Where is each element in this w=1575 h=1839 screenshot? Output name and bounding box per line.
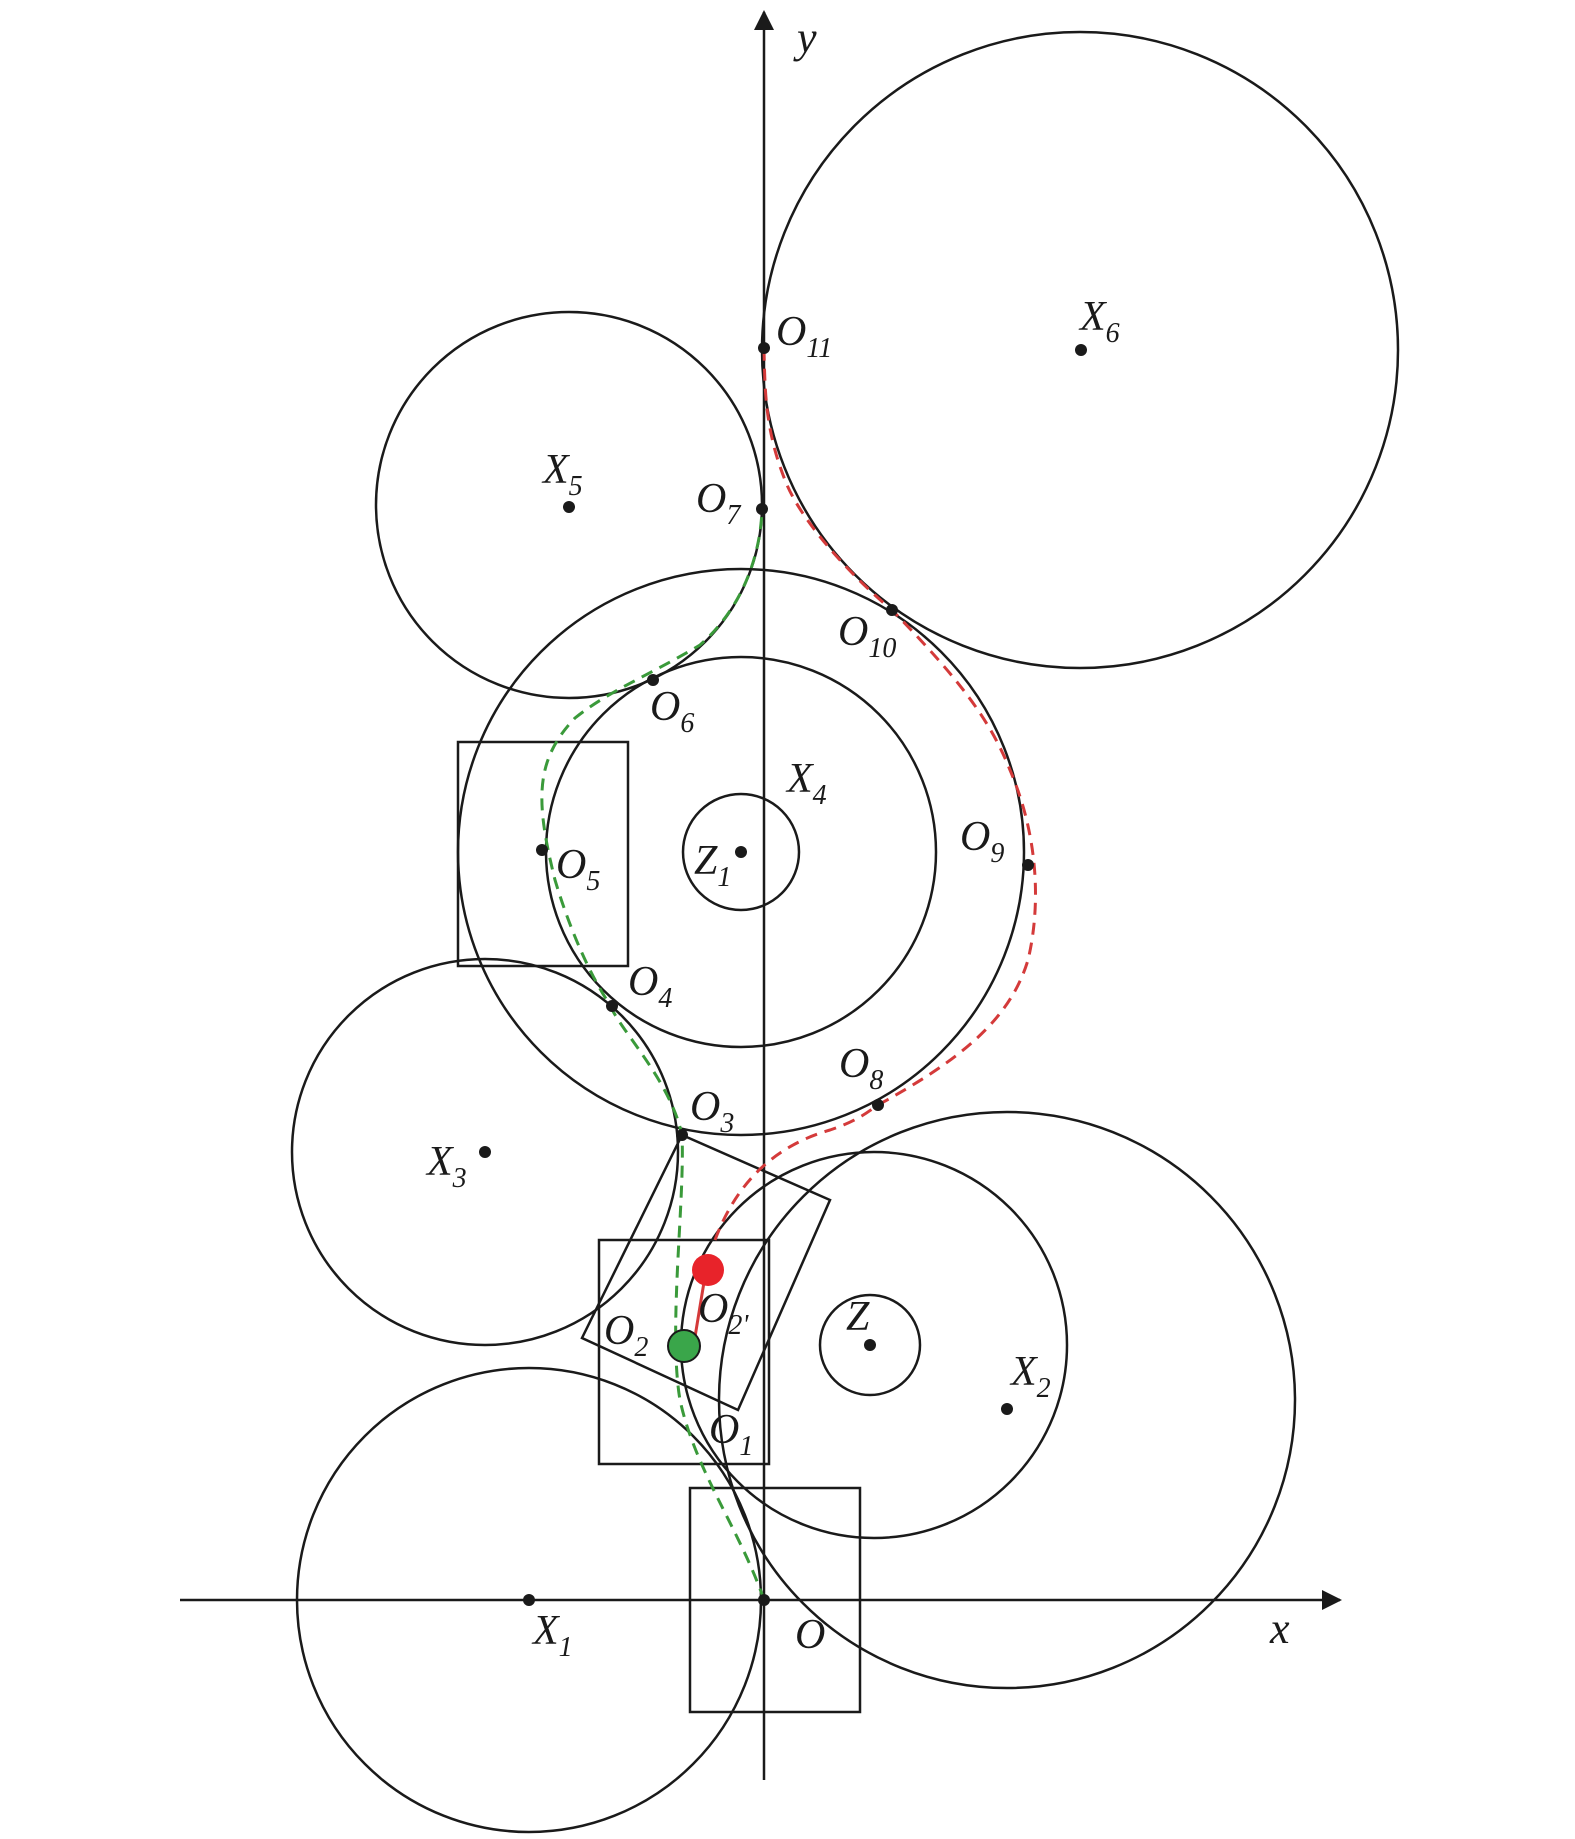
green-trajectory — [540, 509, 766, 1601]
label-Z: Z — [846, 1294, 870, 1340]
marker-O — [758, 1594, 770, 1606]
box-o5 — [456, 740, 630, 968]
label-X1: X1 — [531, 1608, 573, 1663]
point-labels: O X1 O1 O2 O2' Z X2 X3 O3 O8 O4 O5 Z1 X4… — [425, 294, 1120, 1663]
marker-O5 — [536, 844, 548, 856]
marker-O3 — [676, 1129, 688, 1141]
label-O10: O10 — [838, 609, 896, 664]
label-O: O — [795, 1612, 825, 1658]
label-O1: O1 — [709, 1407, 753, 1462]
x-axis-label: x — [1269, 1604, 1290, 1653]
marker-O7 — [756, 503, 768, 515]
marker-X2 — [1001, 1403, 1013, 1415]
circle-z-small — [818, 1293, 922, 1397]
label-O6: O6 — [650, 684, 694, 739]
box-rotated — [580, 1133, 832, 1412]
label-O5: O5 — [556, 842, 600, 897]
marker-O6 — [647, 674, 659, 686]
marker-X6 — [1075, 344, 1087, 356]
marker-O11 — [758, 342, 770, 354]
point-markers — [479, 342, 1087, 1606]
marker-Z — [864, 1339, 876, 1351]
marker-X1 — [523, 1594, 535, 1606]
label-X6: X6 — [1078, 294, 1120, 349]
marker-X3 — [479, 1146, 491, 1158]
marker-O9 — [1022, 859, 1034, 871]
label-O2: O2 — [604, 1308, 648, 1363]
label-X5: X5 — [541, 447, 583, 502]
label-O2p: O2' — [698, 1286, 749, 1341]
boxes — [456, 740, 862, 1714]
label-O9: O9 — [960, 814, 1004, 869]
label-O7: O7 — [696, 476, 741, 531]
label-O8: O8 — [839, 1041, 883, 1096]
marker-O4 — [606, 1000, 618, 1012]
red-trajectory — [713, 349, 1037, 1241]
label-O11: O11 — [776, 309, 832, 364]
marker-O8 — [872, 1099, 884, 1111]
marker-X5 — [563, 501, 575, 513]
box-o1 — [597, 1238, 771, 1466]
box-origin — [688, 1486, 862, 1714]
marker-Z1 — [735, 846, 747, 858]
label-X2: X2 — [1009, 1349, 1051, 1404]
label-X3: X3 — [425, 1139, 467, 1194]
circle-z1-inner — [681, 792, 801, 912]
label-X4: X4 — [785, 756, 827, 811]
paths — [540, 349, 1037, 1601]
red-robot-dot — [692, 1254, 724, 1286]
axes — [180, 10, 1342, 1780]
label-Z1: Z1 — [694, 838, 731, 893]
circle-x3 — [290, 957, 680, 1347]
label-O4: O4 — [628, 959, 672, 1014]
marker-O10 — [886, 604, 898, 616]
label-O3: O3 — [690, 1084, 734, 1139]
green-robot-dot — [667, 1329, 701, 1363]
y-axis-label: y — [793, 13, 817, 62]
circle-x2-outer — [717, 1110, 1297, 1690]
